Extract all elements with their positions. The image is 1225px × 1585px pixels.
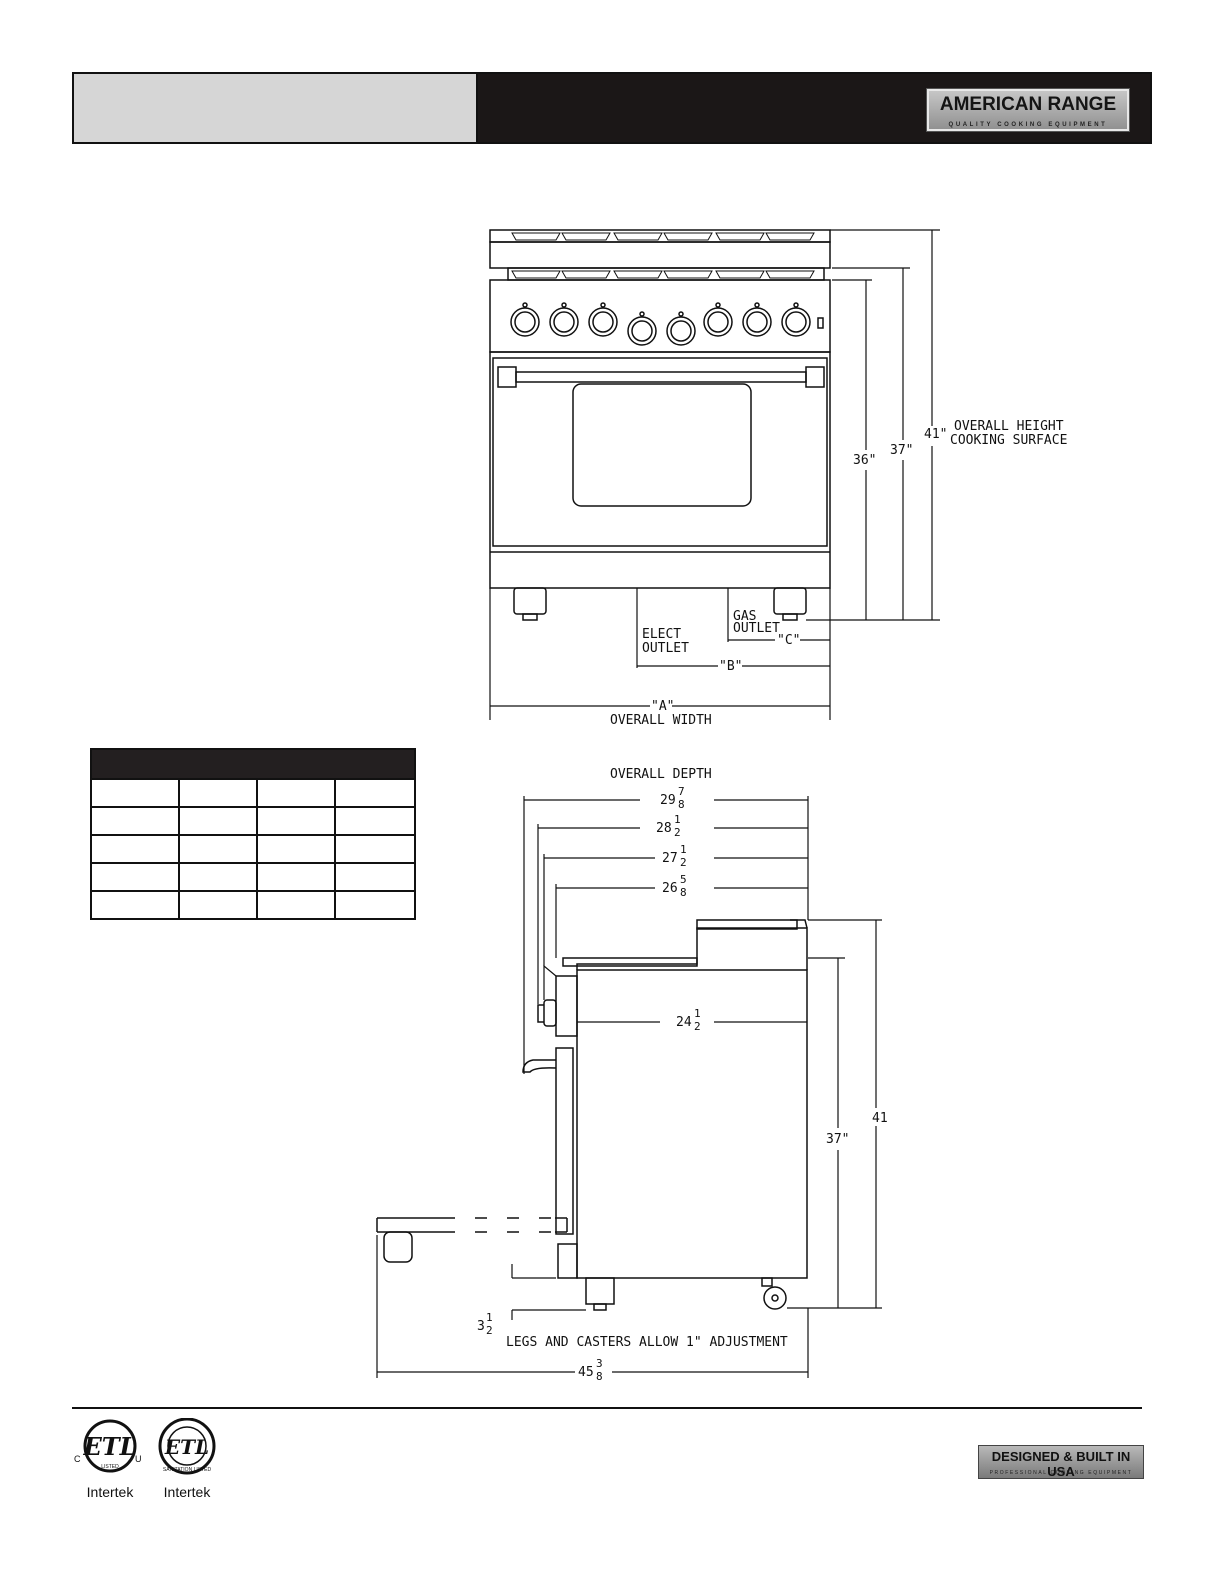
table-cell: [256, 890, 336, 920]
depth-28-den: 2: [674, 826, 681, 839]
etl-mark-text: ETL: [82, 1432, 136, 1461]
dim-a: "A": [651, 699, 674, 714]
table-row: [90, 862, 416, 892]
table-cell: [90, 778, 180, 808]
cooking-surface-label: COOKING SURFACE: [950, 433, 1067, 448]
table-cell: [90, 806, 180, 836]
depth-45-den: 8: [596, 1370, 603, 1383]
header-bar: AMERICAN RANGE QUALITY COOKING EQUIPMENT: [72, 72, 1152, 144]
elect-outlet-line2: OUTLET: [642, 641, 689, 656]
table-cell: [334, 778, 416, 808]
dim-36-front: 36": [853, 453, 876, 468]
depth-27-den: 2: [680, 856, 687, 869]
depth-24-whole: 24: [676, 1015, 692, 1030]
depth-29-num: 7: [678, 785, 685, 798]
depth-29-whole: 29: [660, 793, 676, 808]
etl-listed-icon: ETL C US LISTED: [74, 1419, 148, 1473]
depth-27-num: 1: [680, 843, 687, 856]
header-logo-panel: AMERICAN RANGE QUALITY COOKING EQUIPMENT: [478, 74, 1150, 142]
usa-badge-main: DESIGNED & BUILT IN USA: [991, 1449, 1131, 1479]
depth-26-whole: 26: [662, 881, 678, 896]
depth-26-den: 8: [680, 886, 687, 899]
table-cell: [256, 862, 336, 892]
american-range-logo: AMERICAN RANGE QUALITY COOKING EQUIPMENT: [926, 88, 1130, 132]
etl-sanitation-mark-text: ETL: [164, 1435, 209, 1459]
table-cell: [90, 862, 180, 892]
leg-3-den: 2: [486, 1324, 493, 1337]
intertek-label-1: Intertek: [86, 1484, 134, 1500]
table-cell: [334, 890, 416, 920]
table-cell: [256, 778, 336, 808]
dim-41-front: 41": [924, 427, 947, 442]
table-cell: [178, 806, 258, 836]
table-row: [90, 834, 416, 864]
footer-divider: [72, 1407, 1142, 1409]
etl-right-text: US: [135, 1454, 142, 1464]
designed-built-usa-badge: DESIGNED & BUILT IN USA PROFESSIONAL COO…: [978, 1445, 1144, 1479]
etl-left-text: C: [74, 1454, 81, 1464]
technical-drawings: 41" 37" 36" OVERALL HEIGHT COOKING SURFA…: [376, 229, 1067, 1383]
dim-b: "B": [719, 659, 742, 674]
table-cell: [334, 806, 416, 836]
table-cell: [178, 862, 258, 892]
side-view-range: [376, 919, 808, 1311]
table-cell: [178, 778, 258, 808]
depth-26-num: 5: [680, 873, 687, 886]
table-cell: [178, 890, 258, 920]
etl-under-text: LISTED: [101, 1464, 119, 1470]
table-cell: [90, 890, 180, 920]
table-row: [90, 778, 416, 808]
overall-depth-label: OVERALL DEPTH: [610, 767, 712, 782]
legs-adjustment-note: LEGS AND CASTERS ALLOW 1" ADJUSTMENT: [506, 1335, 788, 1350]
elect-outlet-line1: ELECT: [642, 627, 681, 642]
spec-table-header: [90, 748, 416, 780]
etl-listed-mark: ETL C US LISTED Intertek: [72, 1418, 148, 1500]
depth-29-den: 8: [678, 798, 685, 811]
height-41-side: 41: [872, 1111, 888, 1126]
table-cell: [256, 806, 336, 836]
table-cell: [256, 834, 336, 864]
etl-sanitation-ring-text: SANITATION LISTED: [163, 1467, 212, 1473]
depth-45-num: 3: [596, 1357, 603, 1370]
etl-sanitation-mark: ETL SANITATION LISTED Intertek: [152, 1417, 222, 1500]
gas-outlet-line1: GAS: [733, 609, 756, 624]
depth-28-num: 1: [674, 813, 681, 826]
depth-24-num: 1: [694, 1007, 701, 1020]
depth-45-whole: 45: [578, 1365, 594, 1380]
usa-badge-sub: PROFESSIONAL COOKING EQUIPMENT: [989, 1470, 1133, 1476]
table-row: [90, 890, 416, 920]
overall-height-label: OVERALL HEIGHT: [954, 419, 1064, 434]
logo-brand: AMERICAN RANGE: [939, 94, 1117, 115]
height-37-side: 37": [826, 1132, 849, 1147]
intertek-label-2: Intertek: [163, 1484, 211, 1500]
table-cell: [334, 862, 416, 892]
table-cell: [334, 834, 416, 864]
overall-width-label: OVERALL WIDTH: [610, 713, 712, 728]
table-cell: [90, 834, 180, 864]
dim-c: "C": [777, 633, 800, 648]
table-row: [90, 806, 416, 836]
depth-27-whole: 27: [662, 851, 678, 866]
front-view-range: [489, 229, 831, 621]
spec-table-header-cell: [90, 748, 416, 780]
leg-3-num: 1: [486, 1311, 493, 1324]
etl-sanitation-icon: ETL SANITATION LISTED: [158, 1417, 216, 1475]
depth-28-whole: 28: [656, 821, 672, 836]
table-cell: [178, 834, 258, 864]
control-knobs: [510, 302, 824, 346]
leg-3-whole: 3: [477, 1319, 485, 1334]
depth-24-den: 2: [694, 1020, 701, 1033]
header-title-panel: [74, 74, 478, 142]
gas-outlet-line2: OUTLET: [733, 621, 780, 636]
logo-tagline: QUALITY COOKING EQUIPMENT: [948, 122, 1108, 128]
dim-37-front: 37": [890, 443, 913, 458]
spec-table: [90, 748, 416, 920]
